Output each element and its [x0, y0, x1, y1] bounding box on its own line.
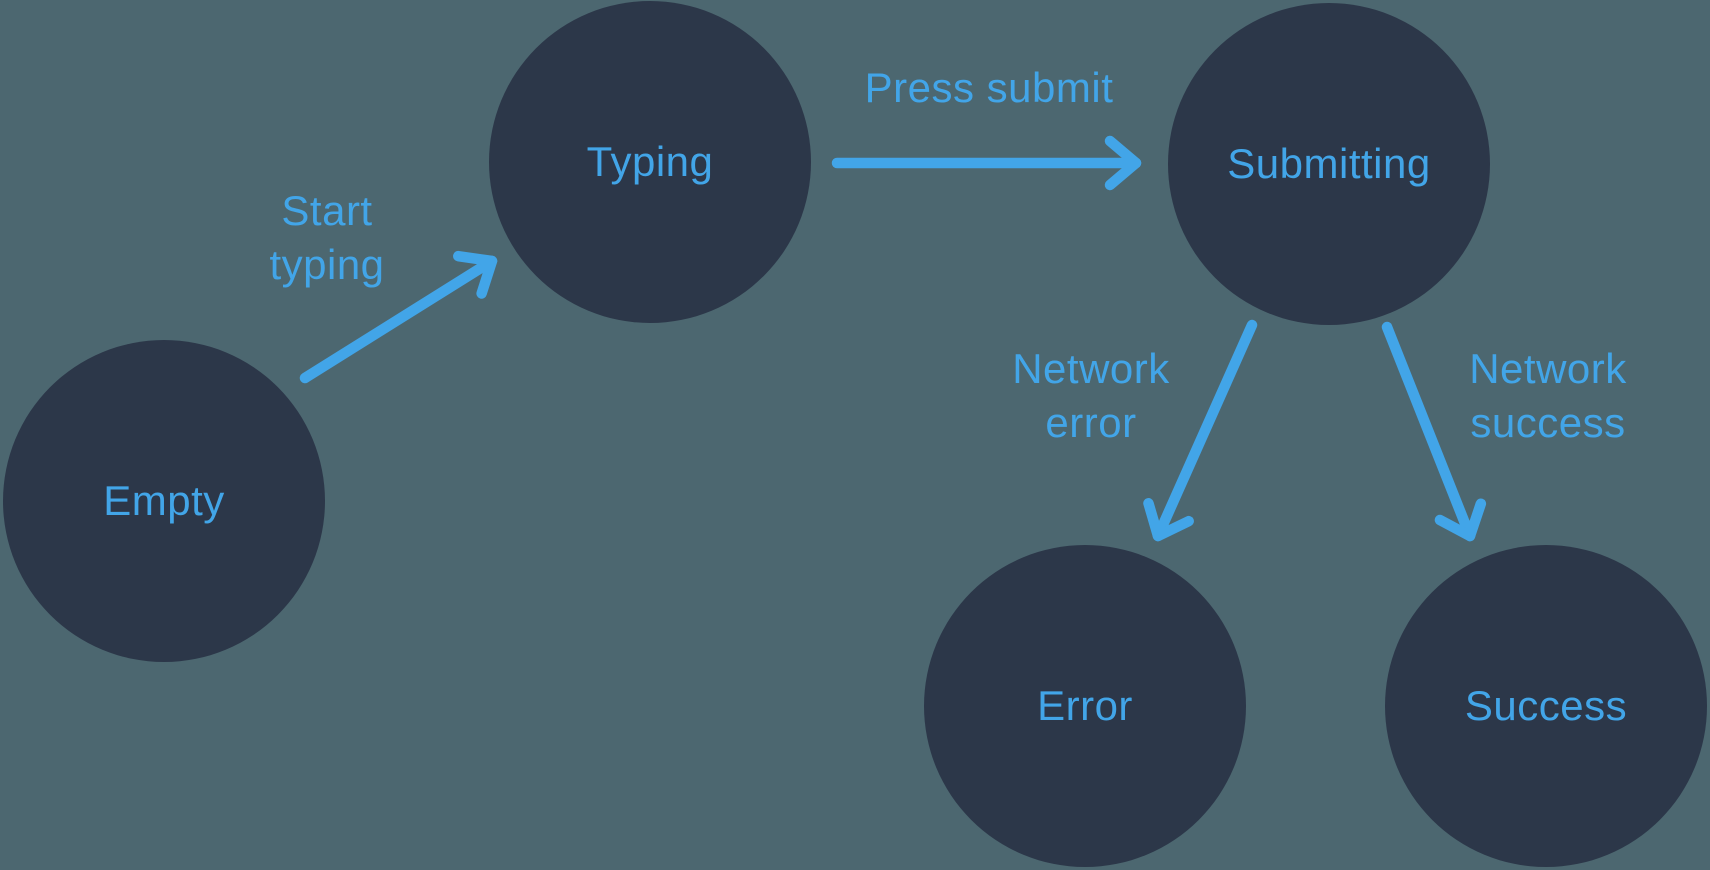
state-node-typing: Typing: [489, 1, 811, 323]
state-node-submitting: Submitting: [1168, 3, 1490, 325]
state-node-error: Error: [924, 545, 1246, 867]
state-label-empty: Empty: [103, 477, 225, 524]
transition-label-network-error: Network error: [1012, 342, 1170, 450]
transition-label-network-success: Network success: [1469, 342, 1627, 450]
transition-label-network-error-line1: Network: [1012, 345, 1170, 392]
transition-label-start-typing-line1: Start: [281, 187, 373, 234]
state-node-success: Success: [1385, 545, 1707, 867]
transition-label-network-success-line2: success: [1470, 399, 1626, 446]
state-label-error: Error: [1037, 682, 1133, 729]
transition-label-press-submit-line1: Press submit: [864, 64, 1114, 111]
state-label-submitting: Submitting: [1227, 140, 1431, 187]
arrow-network-error: [1143, 319, 1258, 542]
state-label-typing: Typing: [586, 138, 714, 185]
arrow-start-typing: [299, 250, 498, 384]
transition-label-start-typing-line2: typing: [269, 241, 385, 288]
transition-label-network-success-line1: Network: [1469, 345, 1627, 392]
transition-label-network-error-line2: error: [1045, 399, 1137, 446]
state-node-empty: Empty: [3, 340, 325, 662]
arrow-network-success: [1381, 321, 1487, 542]
state-label-success: Success: [1464, 682, 1628, 729]
transition-label-press-submit: Press submit: [865, 61, 1114, 115]
transition-label-start-typing: Start typing: [269, 184, 384, 292]
